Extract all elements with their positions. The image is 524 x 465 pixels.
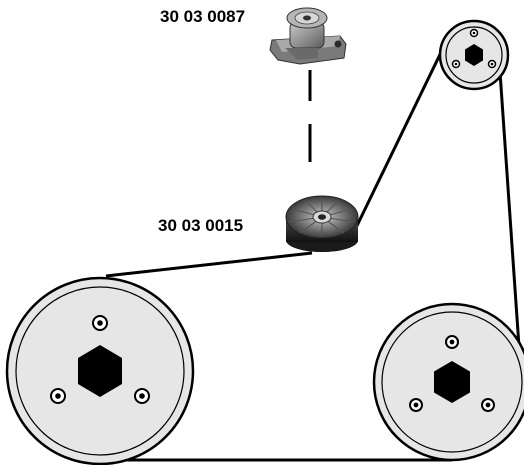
bolt-hole — [50, 388, 66, 404]
bolt-hole — [469, 28, 479, 38]
idler-part-number: 30 03 0015 — [158, 216, 244, 235]
bolt-hole — [409, 398, 423, 412]
hub-hexagon — [78, 345, 122, 397]
belt-tensioner-icon — [269, 7, 347, 65]
tensioner-part-number: 30 03 0087 — [160, 7, 246, 26]
belt-segment-crank-to-idler — [105, 251, 313, 278]
bolt-hole — [445, 335, 459, 349]
right-pulley — [372, 302, 524, 462]
belt-segment-idler-to-top — [350, 39, 449, 237]
bolt-hole — [451, 59, 461, 69]
bolt-hole — [134, 388, 150, 404]
bolt-hole — [92, 315, 108, 331]
hub-hexagon — [465, 44, 483, 66]
bolt-hole — [481, 398, 495, 412]
ribbed-idler-pulley-icon — [285, 195, 359, 252]
top-right-pulley — [438, 19, 510, 91]
drive-belt — [100, 39, 524, 462]
left-crank-pulley — [5, 276, 195, 465]
belt-segment-top-to-right — [498, 71, 524, 391]
hub-hexagon — [434, 361, 470, 403]
bolt-hole — [487, 59, 497, 69]
